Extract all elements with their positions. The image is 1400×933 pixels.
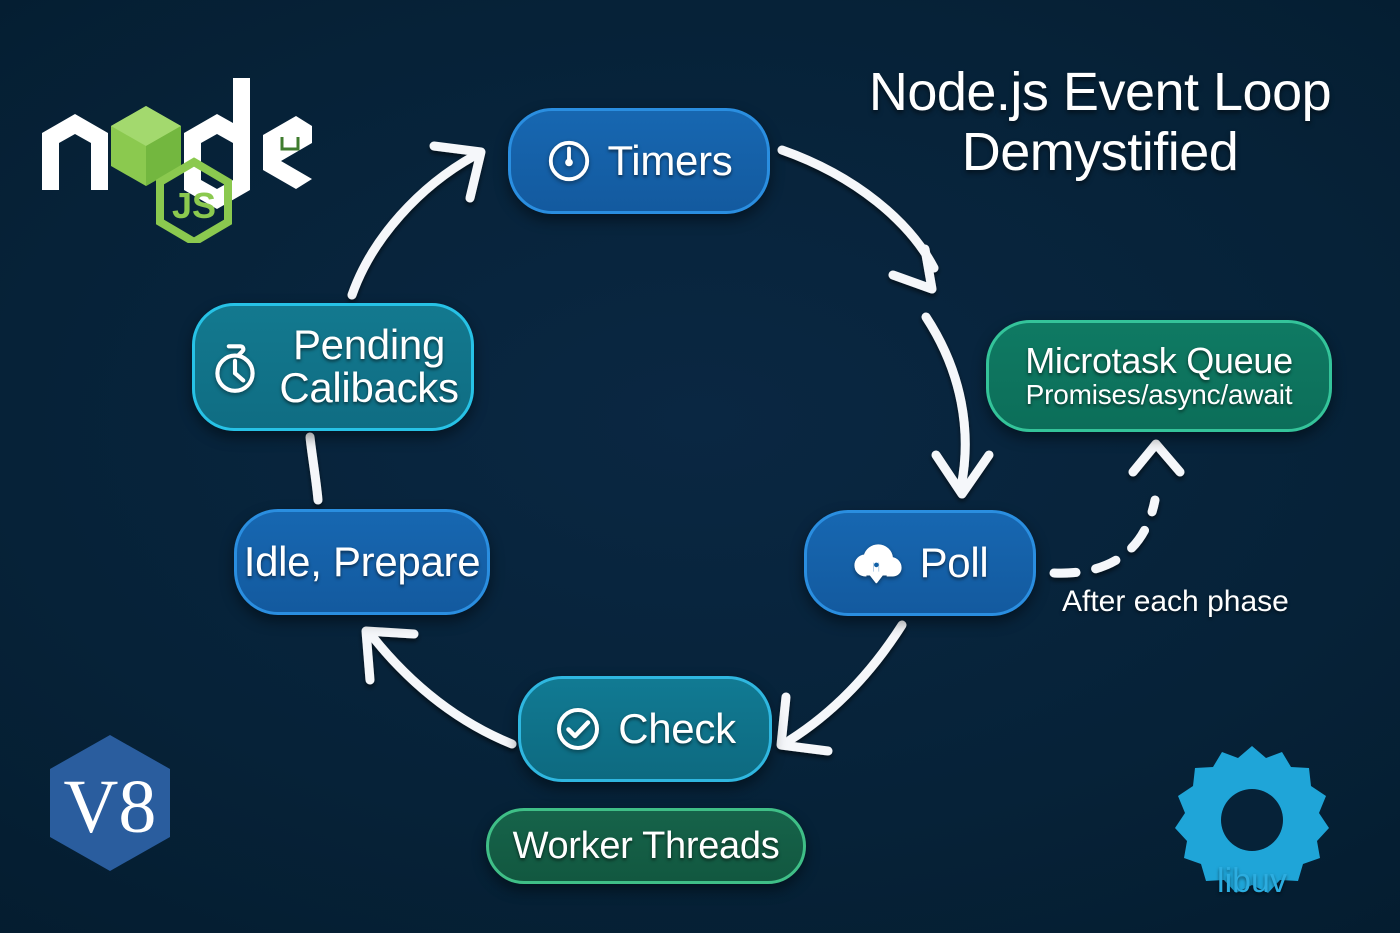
nodejs-logo: ® JS — [42, 78, 312, 243]
clock-icon — [548, 140, 589, 182]
node-timers-label: Timers — [607, 136, 733, 184]
edge-idle-to-pending — [305, 432, 323, 505]
svg-text:®: ® — [230, 182, 240, 197]
node-pending-callbacks-label-line2: Calibacks — [279, 364, 459, 411]
after-each-phase-caption: After each phase — [1062, 585, 1289, 618]
node-microtask-queue-sublabel: Promises/async/await — [1025, 379, 1293, 411]
node-microtask-queue-label: Microtask Queue — [1025, 339, 1293, 381]
edge-poll-to-microtask — [1049, 439, 1185, 578]
page-title: Node.js Event Loop Demystified — [828, 62, 1372, 183]
node-microtask-queue-text: Microtask Queue Promises/async/await — [1025, 339, 1293, 411]
cloud-download-icon — [853, 544, 902, 584]
svg-text:JS: JS — [172, 185, 216, 226]
title-line-2: Demystified — [961, 122, 1239, 183]
libuv-label: libuv — [1217, 862, 1287, 900]
node-poll[interactable]: Poll — [804, 510, 1036, 616]
node-worker-threads-label: Worker Threads — [512, 824, 780, 867]
node-pending-callbacks-label-line1: Pending — [292, 321, 446, 369]
node-pending-callbacks-label: Pending Calibacks — [279, 321, 459, 411]
node-check-label: Check — [618, 704, 736, 752]
edge-check-to-idle — [361, 626, 517, 749]
edge-poll-to-check — [776, 620, 907, 756]
node-worker-threads[interactable]: Worker Threads — [486, 808, 806, 884]
node-idle-prepare[interactable]: Idle, Prepare — [234, 509, 490, 615]
stopwatch-icon — [215, 344, 255, 393]
node-idle-prepare-label: Idle, Prepare — [243, 537, 481, 585]
edge-timers-to-poll-lower — [921, 312, 994, 499]
edge-pending-to-timers — [347, 141, 486, 300]
node-check[interactable]: Check — [518, 676, 772, 782]
v8-logo: V8 — [50, 735, 170, 871]
node-timers[interactable]: Timers — [508, 108, 770, 214]
node-poll-label: Poll — [919, 538, 989, 586]
node-microtask-queue[interactable]: Microtask Queue Promises/async/await — [986, 320, 1332, 432]
title-line-1: Node.js Event Loop — [868, 62, 1332, 122]
node-pending-callbacks[interactable]: Pending Calibacks — [192, 303, 474, 431]
v8-logo-text: V8 — [64, 765, 157, 849]
check-circle-icon — [557, 708, 600, 750]
libuv-gear-icon — [1175, 746, 1329, 893]
